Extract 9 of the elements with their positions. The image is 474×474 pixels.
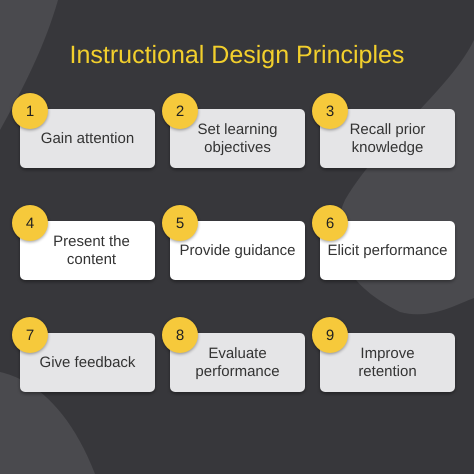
step-label: Improve retention bbox=[357, 344, 418, 380]
step-label: Recall prior knowledge bbox=[348, 120, 426, 156]
step-label: Give feedback bbox=[40, 354, 136, 372]
step-label: Present the content bbox=[52, 232, 131, 268]
step-label: Provide guidance bbox=[180, 242, 296, 260]
step-label: Elicit performance bbox=[327, 242, 448, 260]
step-label: Gain attention bbox=[40, 130, 134, 148]
title: Instructional Design Principles bbox=[70, 41, 404, 70]
step-label: Set learning objectives bbox=[196, 120, 279, 156]
